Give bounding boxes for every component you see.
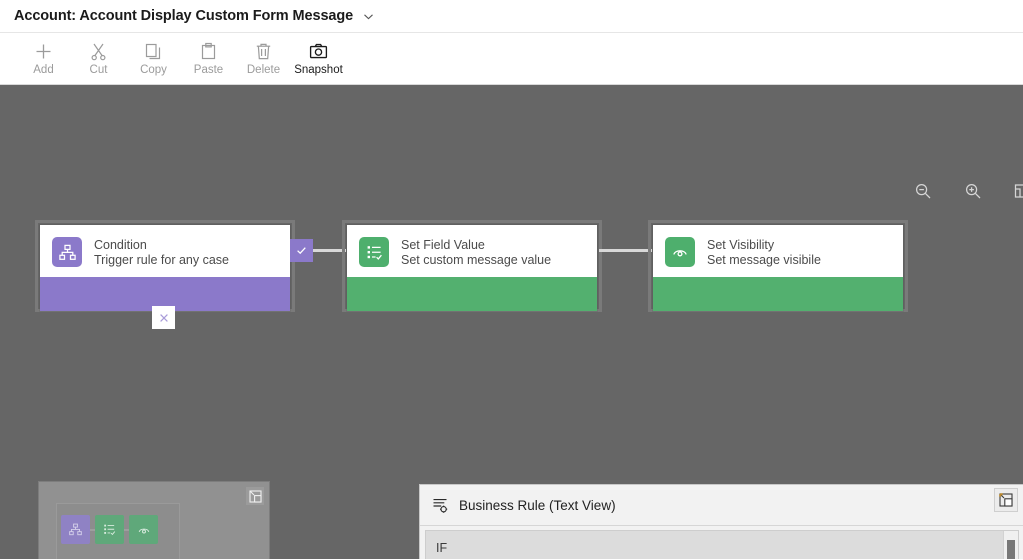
flow-node-set-visibility-text: Set Visibility Set message visibile [707, 237, 821, 268]
if-operator-1: contains data OR [595, 558, 697, 559]
business-rule-panel-title: Business Rule (Text View) [459, 497, 616, 513]
title-bar: Account: Account Display Custom Form Mes… [0, 0, 1023, 33]
flow-node-condition[interactable]: Condition Trigger rule for any case [40, 225, 290, 311]
page-title: Account: Account Display Custom Form Mes… [14, 8, 354, 24]
plus-icon [34, 41, 53, 61]
snapshot-button[interactable]: Snapshot [291, 37, 346, 77]
chevron-down-icon[interactable] [362, 10, 375, 23]
business-rule-if-condition: Account Name contains data OR Account Na… [436, 557, 1018, 559]
cut-button-label: Cut [89, 64, 108, 76]
delete-button[interactable]: Delete [236, 37, 291, 77]
if-operator-2: does not contain data [783, 558, 904, 559]
flow-node-condition-shell[interactable]: Condition Trigger rule for any case [38, 223, 292, 311]
connector-setfield-to-setvisibility [599, 249, 652, 252]
flow-node-condition-title: Condition [94, 238, 147, 252]
add-button-label: Add [33, 64, 54, 76]
command-bar: Add Cut Copy Paste [0, 33, 1023, 85]
paste-button-label: Paste [193, 64, 224, 76]
business-rule-scrollbar-thumb[interactable] [1007, 540, 1015, 559]
minimap-node-condition [61, 515, 90, 544]
paste-icon [199, 41, 218, 61]
visibility-eye-icon [665, 237, 695, 267]
designer-canvas[interactable]: Condition Trigger rule for any case [0, 85, 1023, 559]
flow-node-set-field-value-shell[interactable]: Set Field Value Set custom message value [345, 223, 599, 311]
flow-node-set-visibility-body [653, 277, 903, 311]
add-button[interactable]: Add [16, 37, 71, 77]
minimap-node-set-field-value [95, 515, 124, 544]
business-rule-text-view-panel: Business Rule (Text View) IF Account Nam… [419, 484, 1023, 559]
minimap-expand-icon[interactable] [246, 487, 264, 505]
copy-button-label: Copy [140, 64, 167, 76]
scissors-icon [89, 41, 108, 61]
flow-node-set-visibility[interactable]: Set Visibility Set message visibile [653, 225, 903, 311]
flow-node-condition-text: Condition Trigger rule for any case [94, 237, 229, 268]
if-field-2: Account Name [697, 558, 783, 559]
condition-true-badge[interactable] [290, 239, 313, 262]
flow-node-set-field-value-text: Set Field Value Set custom message value [401, 237, 551, 268]
flow-node-condition-body [40, 277, 290, 311]
condition-false-badge[interactable] [152, 306, 175, 329]
flow-node-set-visibility-subtitle: Set message visibile [707, 253, 821, 267]
minimap-link-2 [124, 529, 129, 531]
flow-node-set-field-value-body [347, 277, 597, 311]
business-rule-if-row: IF [436, 540, 1018, 557]
flow-node-condition-subtitle: Trigger rule for any case [94, 253, 230, 267]
copy-icon [144, 41, 163, 61]
zoom-in-button[interactable] [959, 177, 987, 205]
set-field-value-list-icon [359, 237, 389, 267]
flow-node-set-field-value-title: Set Field Value [401, 238, 485, 252]
paste-button[interactable]: Paste [181, 37, 236, 77]
flow-node-condition-header: Condition Trigger rule for any case [40, 225, 290, 277]
delete-button-label: Delete [246, 64, 281, 76]
business-rule-text-content[interactable]: IF Account Name contains data OR Account… [425, 530, 1019, 559]
panel-expand-icon[interactable] [994, 488, 1018, 512]
flow-node-set-field-value-subtitle: Set custom message value [401, 253, 552, 267]
if-field-1: Account Name [509, 558, 595, 559]
flow-node-set-visibility-shell[interactable]: Set Visibility Set message visibile [651, 223, 905, 311]
copy-button[interactable]: Copy [126, 37, 181, 77]
flow-node-set-visibility-header: Set Visibility Set message visibile [653, 225, 903, 277]
business-rule-rows: IF Account Name contains data OR Account… [426, 531, 1018, 559]
snapshot-button-label: Snapshot [294, 64, 343, 76]
minimap[interactable] [38, 481, 270, 559]
minimap-node-set-visibility [129, 515, 158, 544]
trash-icon [254, 41, 273, 61]
condition-hierarchy-icon [52, 237, 82, 267]
camera-icon [309, 41, 328, 61]
zoom-controls [909, 177, 1023, 205]
flow-node-set-field-value[interactable]: Set Field Value Set custom message value [347, 225, 597, 311]
flow-node-set-visibility-title: Set Visibility [707, 238, 775, 252]
business-rule-panel-header: Business Rule (Text View) [420, 485, 1023, 526]
flow-node-set-field-value-header: Set Field Value Set custom message value [347, 225, 597, 277]
minimap-viewport[interactable] [56, 503, 180, 559]
business-rule-icon [432, 497, 449, 514]
fit-to-screen-button[interactable] [1009, 177, 1023, 205]
business-rule-scrollbar[interactable] [1003, 531, 1018, 559]
if-label: IF [436, 541, 448, 555]
minimap-link-1 [90, 529, 95, 531]
connector-condition-to-setfield [313, 249, 346, 252]
zoom-out-button[interactable] [909, 177, 937, 205]
cut-button[interactable]: Cut [71, 37, 126, 77]
